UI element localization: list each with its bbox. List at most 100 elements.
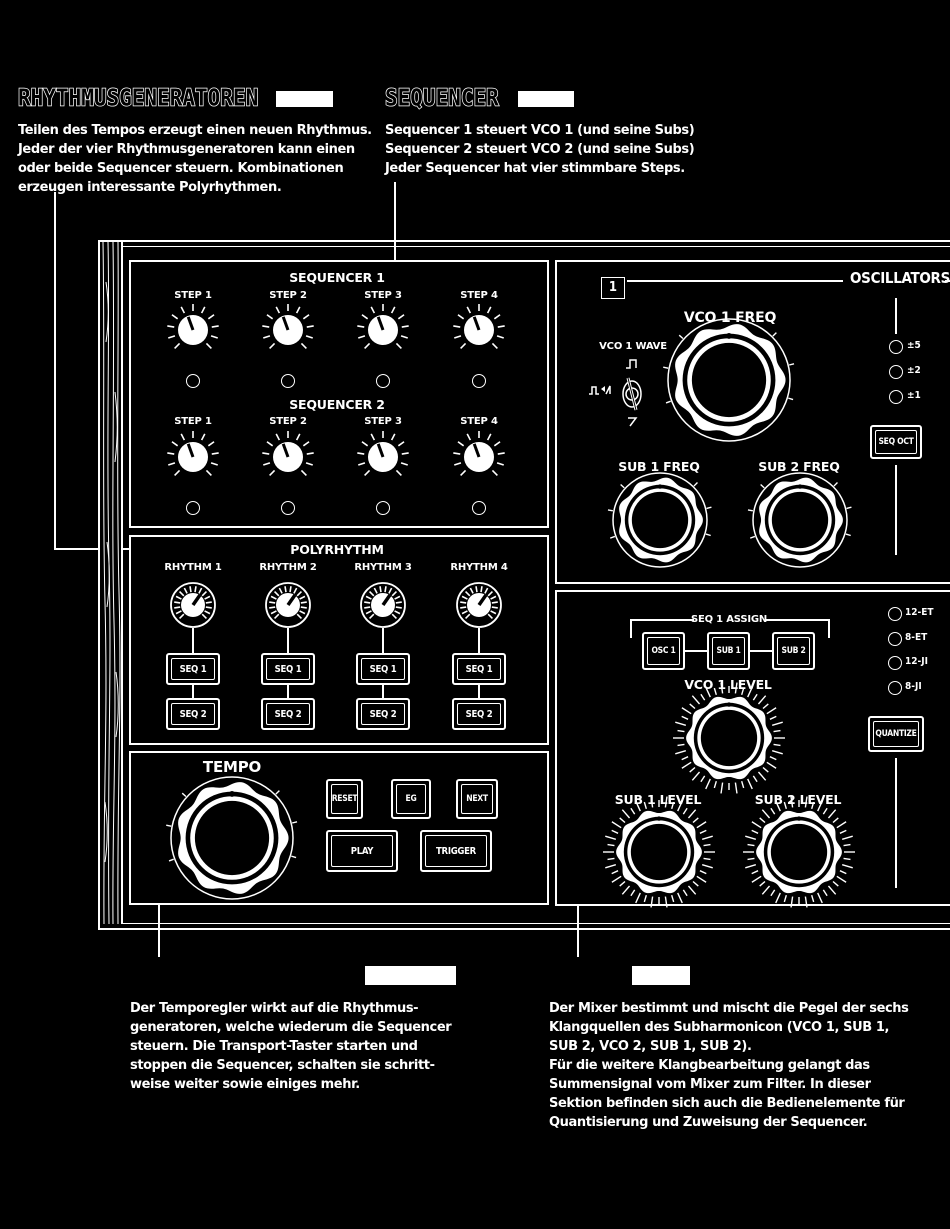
seq1-step3-label: STEP 3 — [364, 290, 402, 301]
seq1-step4-led — [472, 374, 486, 388]
rhythm1-seq1-label: SEQ 1 — [171, 658, 215, 680]
device-frame — [98, 240, 950, 930]
reset-button[interactable]: RESET — [326, 779, 363, 819]
rhythm-heading-bar — [276, 91, 333, 107]
quant-12ji-label: 12-JI — [905, 656, 928, 667]
mixer-panel — [555, 590, 950, 906]
assign-link-1 — [685, 650, 707, 652]
reset-label: RESET — [331, 784, 358, 814]
assign-link-2 — [750, 650, 772, 652]
sub2-freq-knob[interactable] — [742, 462, 858, 578]
sub2-freq-label: SUB 2 FREQ — [758, 459, 840, 474]
next-label: NEXT — [461, 784, 493, 814]
seq-oct-button[interactable]: SEQ OCT — [870, 425, 922, 459]
device-frame-inner — [121, 246, 950, 924]
rhythm4-seq1-button[interactable]: SEQ 1 — [452, 653, 506, 685]
quant-12et-led — [888, 607, 902, 621]
quant-8et-label: 8-ET — [905, 632, 928, 643]
play-button[interactable]: PLAY — [326, 830, 398, 872]
seq2-step3-knob[interactable] — [354, 428, 412, 486]
seq1-step1-knob[interactable] — [164, 301, 222, 359]
range-1-led — [889, 390, 903, 404]
seq-oct-label: SEQ OCT — [875, 430, 917, 454]
seq2-step4-knob[interactable] — [450, 428, 508, 486]
leader-line-rhythm-v — [54, 192, 56, 550]
wood-edge — [121, 242, 123, 924]
rhythm1-knob[interactable] — [167, 579, 219, 631]
seq2-step2-knob[interactable] — [259, 428, 317, 486]
sub2-level-knob[interactable] — [741, 794, 857, 910]
sub1-freq-label: SUB 1 FREQ — [618, 459, 700, 474]
wood-side-panel — [100, 241, 122, 925]
eg-label: EG — [396, 784, 426, 814]
quant-8et-led — [888, 632, 902, 646]
rhythm4-seq2-label: SEQ 2 — [457, 703, 501, 725]
polyrhythm-panel — [129, 535, 549, 745]
rhythm3-seq2-label: SEQ 2 — [361, 703, 405, 725]
seq1-assign-label: SEQ 1 ASSIGN — [690, 614, 768, 625]
rhythm2-seq1-button[interactable]: SEQ 1 — [261, 653, 315, 685]
tempo-description: Der Temporegler wirkt auf die Rhythmus- … — [130, 1001, 452, 1092]
rhythm-description: Teilen des Tempos erzeugt einen neuen Rh… — [18, 123, 372, 195]
seq1-step2-knob[interactable] — [259, 301, 317, 359]
mixer-right-rule — [895, 758, 897, 888]
oscillators-panel — [555, 260, 950, 584]
polyrhythm-title: POLYRHYTHM — [290, 542, 384, 557]
oscillator-number-box: 1 — [601, 277, 625, 299]
range-2-led — [889, 365, 903, 379]
seq1-step4-knob[interactable] — [450, 301, 508, 359]
assign-sub1-button[interactable]: SUB 1 — [707, 632, 750, 670]
rhythm3-knob[interactable] — [357, 579, 409, 631]
mixer-heading-bar — [632, 966, 690, 985]
osc-right-rule-bottom — [895, 465, 897, 555]
seq2-step1-knob[interactable] — [164, 428, 222, 486]
quant-8ji-label: 8-JI — [905, 681, 922, 692]
vco1-level-knob[interactable] — [671, 680, 787, 796]
quant-12ji-led — [888, 656, 902, 670]
rhythm3-seq1-button[interactable]: SEQ 1 — [356, 653, 410, 685]
seq2-step2-led — [281, 501, 295, 515]
sequencer-heading: SEQUENCER — [384, 84, 499, 111]
quant-8ji-led — [888, 681, 902, 695]
seq2-step3-label: STEP 3 — [364, 416, 402, 427]
rhythm2-seq2-button[interactable]: SEQ 2 — [261, 698, 315, 730]
rhythm2-seq2-label: SEQ 2 — [266, 703, 310, 725]
seq2-step1-led — [186, 501, 200, 515]
tempo-knob[interactable] — [160, 766, 304, 910]
range-1-label: ±1 — [907, 390, 921, 401]
sequencer-heading-bar — [518, 91, 574, 107]
rhythm1-seq1-button[interactable]: SEQ 1 — [166, 653, 220, 685]
sequencer-panel — [129, 260, 549, 528]
play-label: PLAY — [331, 835, 393, 867]
seq1-step3-knob[interactable] — [354, 301, 412, 359]
trigger-label: TRIGGER — [425, 835, 487, 867]
seq2-step2-label: STEP 2 — [269, 416, 307, 427]
quantize-button[interactable]: QUANTIZE — [868, 716, 924, 752]
rhythm3-label: RHYTHM 3 — [354, 562, 412, 573]
seq2-step3-led — [376, 501, 390, 515]
osc-right-rule-top — [895, 298, 897, 334]
eg-button[interactable]: EG — [391, 779, 431, 819]
rhythm2-label: RHYTHM 2 — [259, 562, 317, 573]
vco1-freq-knob[interactable] — [657, 308, 801, 452]
assign-osc1-button[interactable]: OSC 1 — [642, 632, 685, 670]
assign-sub2-button[interactable]: SUB 2 — [772, 632, 815, 670]
vco1-freq-label: VCO 1 FREQ — [683, 310, 777, 326]
sub1-level-knob[interactable] — [601, 794, 717, 910]
trigger-button[interactable]: TRIGGER — [420, 830, 492, 872]
next-button[interactable]: NEXT — [456, 779, 498, 819]
rhythm3-seq2-button[interactable]: SEQ 2 — [356, 698, 410, 730]
rhythm4-seq2-button[interactable]: SEQ 2 — [452, 698, 506, 730]
seq1-step1-led — [186, 374, 200, 388]
range-5-led — [889, 340, 903, 354]
seq1-step4-label: STEP 4 — [460, 290, 498, 301]
range-5-label: ±5 — [907, 340, 921, 351]
oscillators-rule-right — [945, 280, 950, 282]
vco1-wave-switch[interactable] — [588, 356, 658, 428]
sub1-freq-knob[interactable] — [602, 462, 718, 578]
rhythm4-label: RHYTHM 4 — [450, 562, 508, 573]
rhythm1-seq2-button[interactable]: SEQ 2 — [166, 698, 220, 730]
rhythm2-knob[interactable] — [262, 579, 314, 631]
rhythm4-knob[interactable] — [453, 579, 505, 631]
seq1-assign-bracket — [630, 619, 830, 638]
